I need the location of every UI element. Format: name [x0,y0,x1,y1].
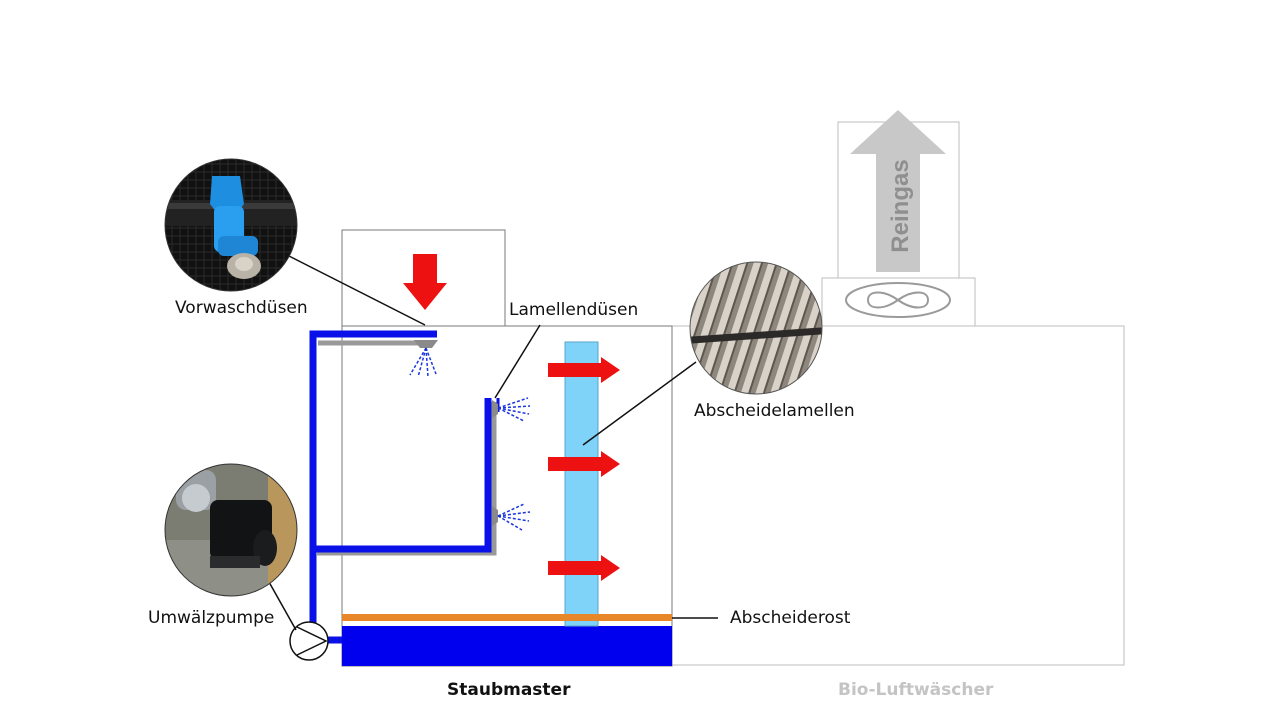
leader-pump [268,581,297,631]
separator-lamellae-photo [689,261,823,395]
staubmaster-unit [341,229,673,667]
fan-symbol-icon [845,282,951,318]
leader-lines [268,254,718,631]
reingas-label: Reingas [887,159,914,252]
abscheiderost [342,614,672,621]
abscheidelamelle [564,341,599,627]
label-staubmaster: Staubmaster [447,680,571,700]
label-vorwaschduesen: Vorwaschdüsen [175,298,308,318]
reingas-arrow [850,110,946,272]
fan-housing [821,277,976,327]
vorwasch-nozzle [409,340,438,378]
label-lamellenduesen: Lamellendüsen [509,300,639,320]
leader-abscheidelamellen [582,361,697,446]
flow-arrow-3 [548,555,620,581]
water-sump [342,626,672,666]
lamellen-nozzle-lower [492,503,531,531]
leader-lamellenduesen [494,324,541,399]
blue-spray-nozzle-photo [164,158,298,292]
flow-arrow-2 [548,451,620,477]
piping [309,330,500,644]
main-riser-pipe [309,330,437,618]
label-abscheidelamellen: Abscheidelamellen [694,401,855,421]
circulation-pump-photo [164,463,298,597]
bio-luftwaescher-unit: Reingas [671,110,1125,666]
flow-arrows [548,357,620,581]
inlet-arrow [403,254,447,310]
lamellen-nozzle-upper [492,397,531,422]
leader-vorwasch [286,254,426,326]
label-umwaelzpumpe: Umwälzpumpe [148,608,275,628]
label-abscheiderost: Abscheiderost [730,608,851,628]
label-bio-luftwaescher: Bio-Luftwäscher [838,680,994,700]
pump-symbol-icon [289,621,329,661]
flow-arrow-1 [548,357,620,383]
lamellen-pipe [313,398,492,553]
